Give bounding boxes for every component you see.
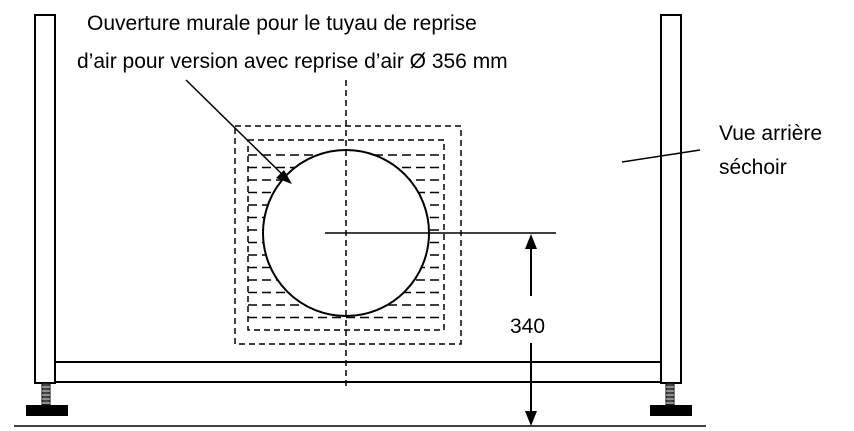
opening-label-line2: d’air pour version avec reprise d’air Ø … xyxy=(77,50,508,73)
dimension-arrowhead-down xyxy=(525,411,537,426)
dimension-arrowhead-up xyxy=(525,234,537,249)
opening-leader-line xyxy=(185,79,287,179)
right-foot-threads xyxy=(666,386,674,404)
right-foot-pad xyxy=(650,405,692,416)
dimension-label: 340 xyxy=(510,315,545,338)
left-foot-pad xyxy=(26,405,68,416)
view-leader-line xyxy=(621,149,701,163)
outer-dashed-frame xyxy=(234,125,462,345)
right-post-body xyxy=(660,14,682,384)
view-label-line1: Vue arrière xyxy=(719,122,822,145)
opening-label-line1: Ouverture murale pour le tuyau de repris… xyxy=(87,12,477,35)
right-post xyxy=(650,14,692,416)
dimension-arrow xyxy=(525,234,537,426)
view-label-line2: séchoir xyxy=(719,156,787,179)
bottom-rail xyxy=(54,361,662,383)
left-post-threaded-foot xyxy=(41,382,51,406)
opening-leader-arrowhead xyxy=(276,170,292,184)
left-post-body xyxy=(34,14,56,384)
right-post-threaded-foot xyxy=(665,382,675,406)
left-foot-threads xyxy=(42,386,50,404)
left-post xyxy=(26,14,68,416)
